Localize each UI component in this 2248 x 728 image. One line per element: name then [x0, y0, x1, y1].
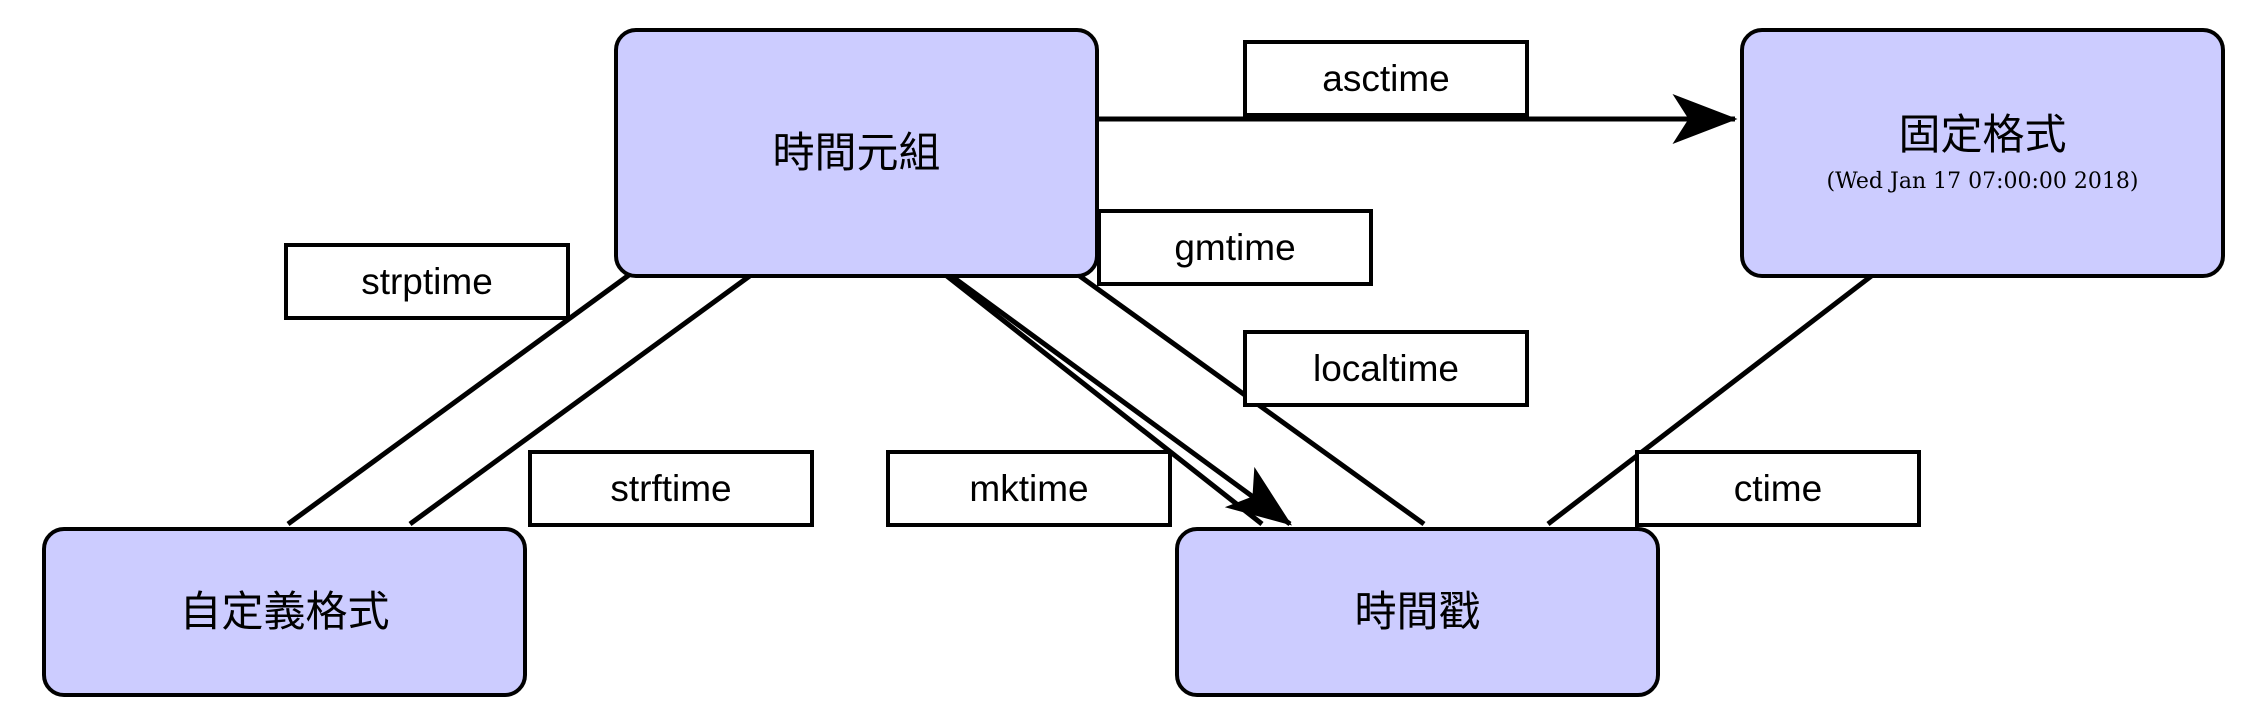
node-timestamp-label: 時間戳: [1354, 586, 1481, 636]
node-fixed-format-sublabel: (Wed Jan 17 07:00:00 2018): [1826, 169, 2139, 194]
node-time-tuple[interactable]: 時間元組: [614, 28, 1099, 278]
node-fixed-format[interactable]: 固定格式 (Wed Jan 17 07:00:00 2018): [1740, 28, 2225, 278]
edge-label-strftime[interactable]: strftime: [528, 450, 814, 527]
edge-label-localtime[interactable]: localtime: [1243, 330, 1529, 407]
node-time-tuple-label: 時間元組: [772, 127, 941, 177]
edge-label-strptime[interactable]: strptime: [284, 243, 570, 320]
edge-label-mktime[interactable]: mktime: [886, 450, 1172, 527]
edge-label-ctime[interactable]: ctime: [1635, 450, 1921, 527]
node-fixed-format-label: 固定格式: [1898, 109, 2067, 159]
edge-label-asctime[interactable]: asctime: [1243, 40, 1529, 117]
node-custom-format-label: 自定義格式: [179, 586, 390, 636]
node-custom-format[interactable]: 自定義格式: [42, 527, 527, 697]
node-timestamp[interactable]: 時間戳: [1175, 527, 1660, 697]
edge-label-gmtime[interactable]: gmtime: [1097, 209, 1373, 286]
